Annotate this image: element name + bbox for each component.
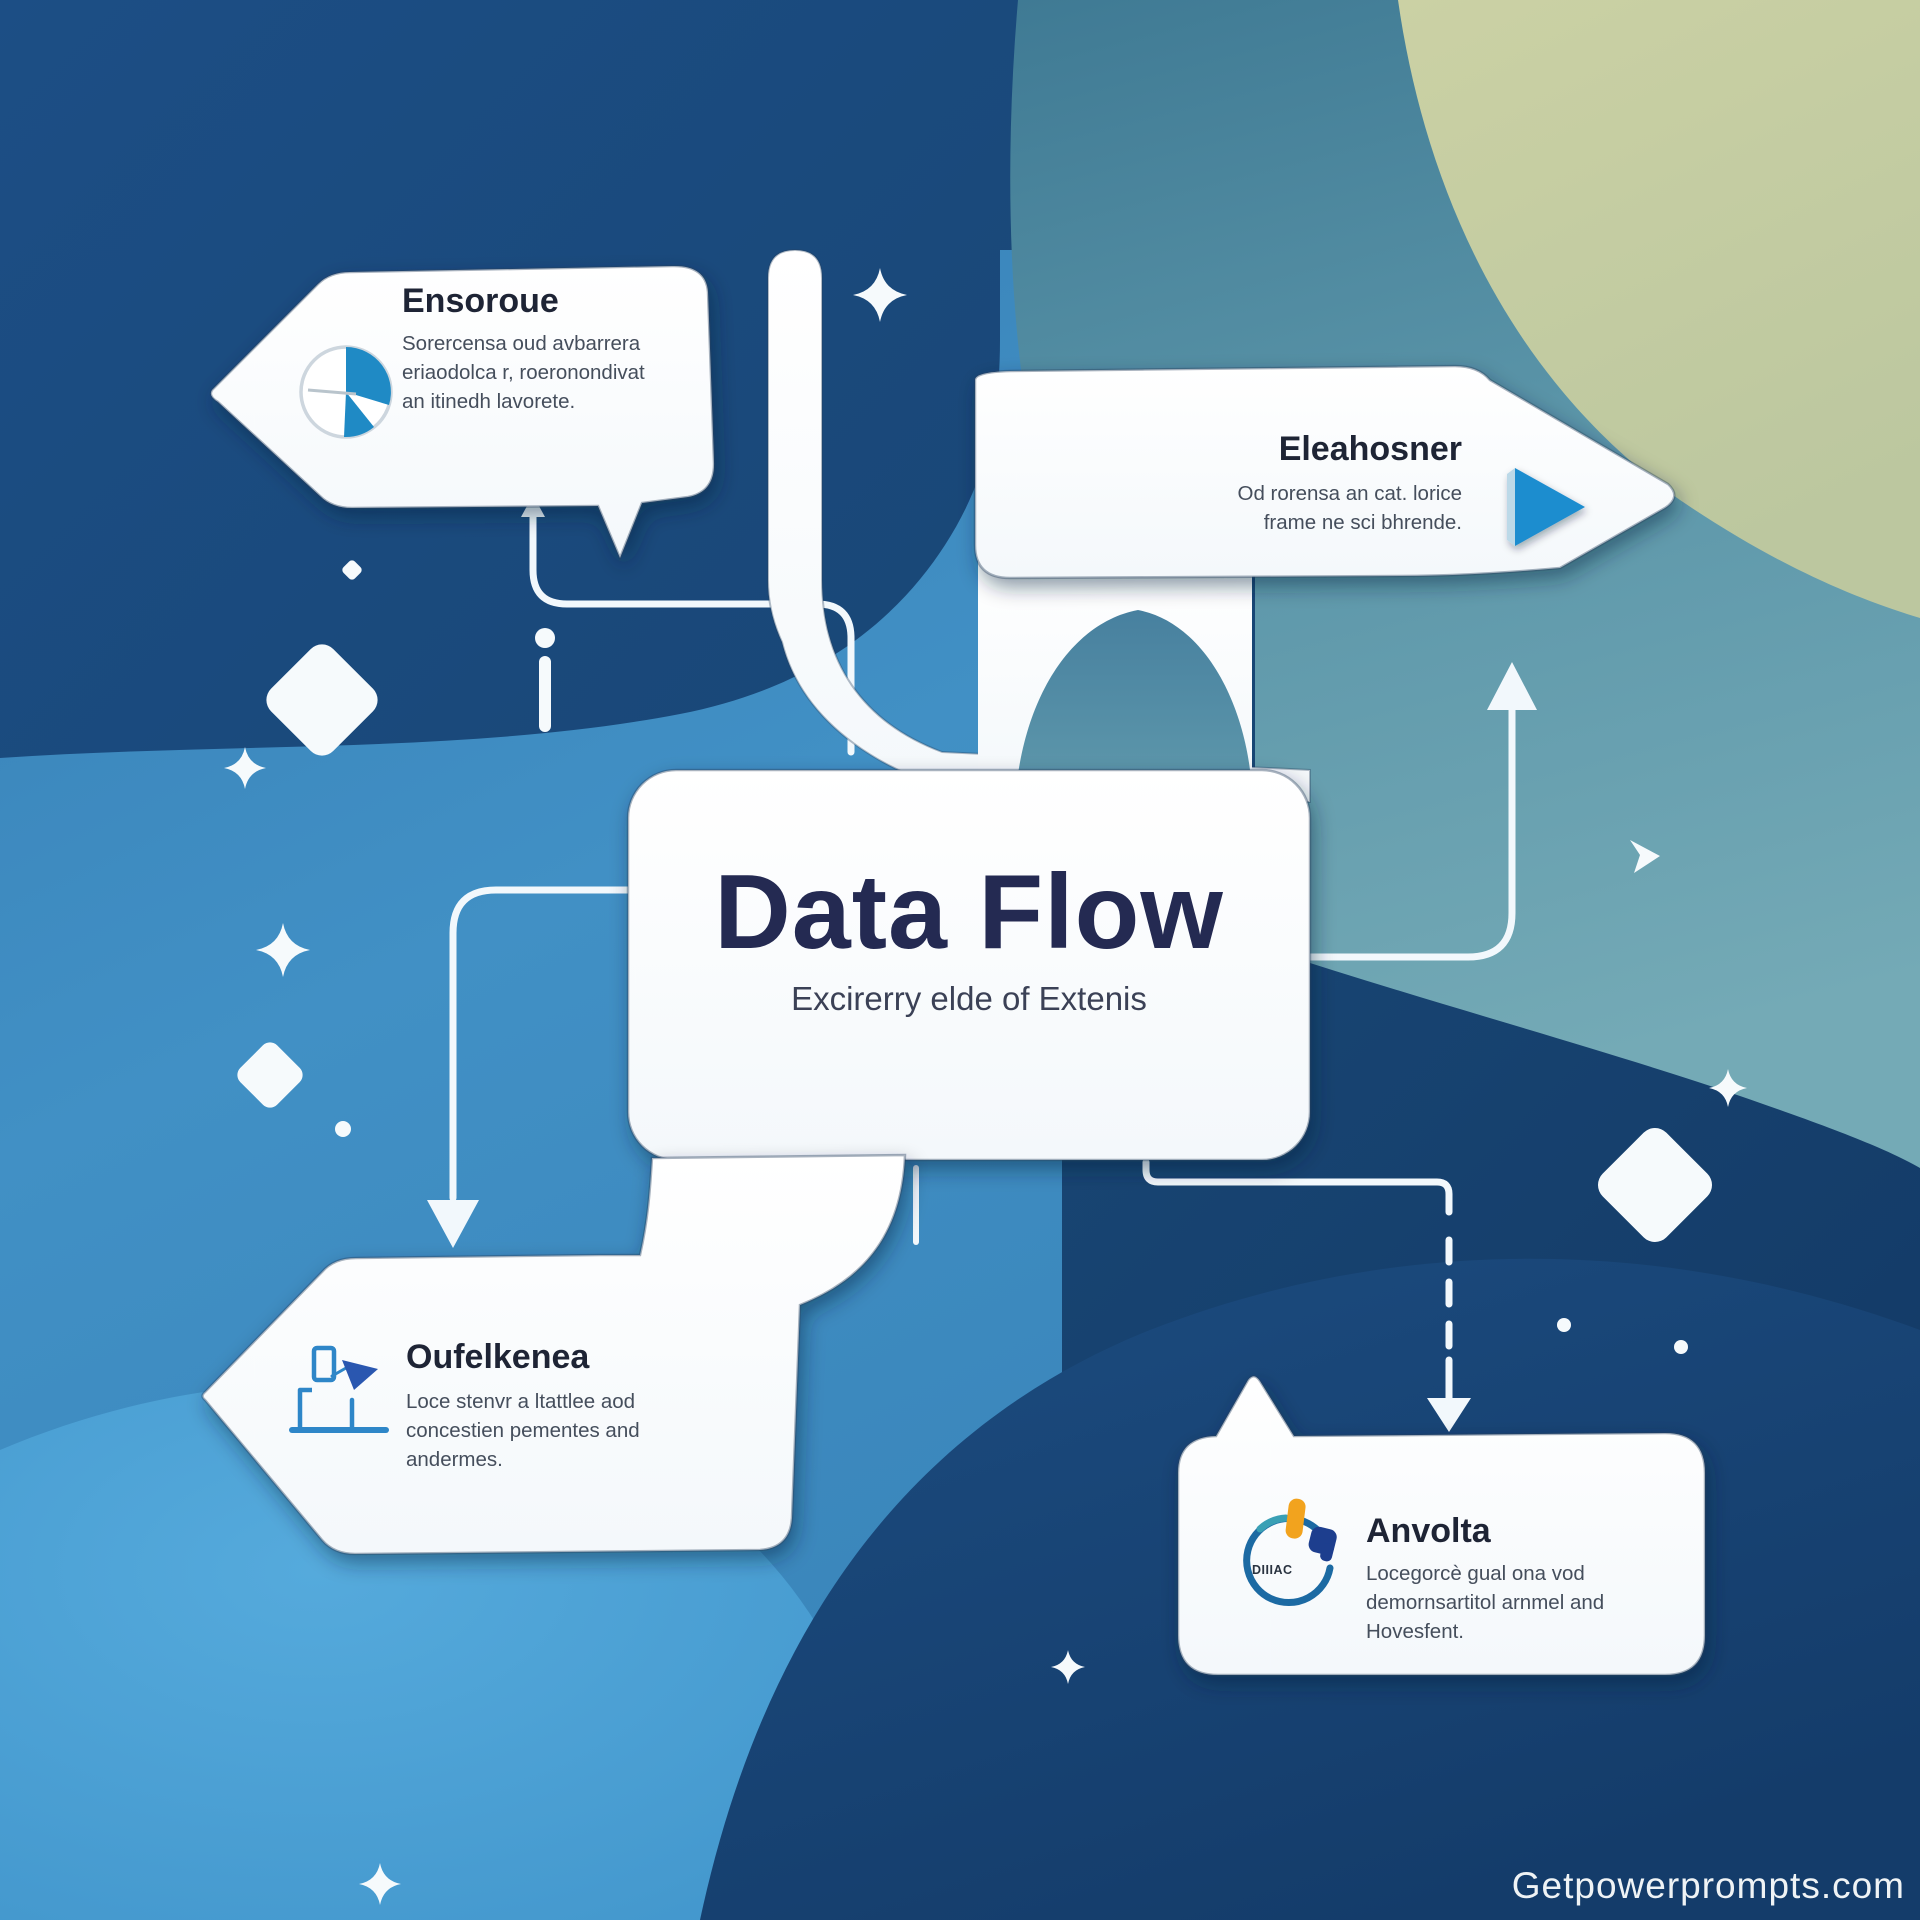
node-card-eleahosner <box>973 364 1676 580</box>
node-card-oufelkenea <box>201 1153 907 1556</box>
teal-arch <box>1016 610 1252 790</box>
card-shape-arrow-right <box>973 364 1676 580</box>
node-body-line: Locegorcè gual ona vod <box>1366 1562 1585 1585</box>
connector-center-to-bottomright <box>1142 1158 1471 1432</box>
swoosh-band-group <box>767 248 1311 803</box>
node-body-line: andermes. <box>406 1448 503 1471</box>
node-title: Eleahosner <box>1279 430 1462 468</box>
node-body-line: frame ne sci bhrende. <box>1264 511 1462 534</box>
node-card-ensoroue <box>209 264 716 562</box>
decoration-group <box>224 268 1747 1905</box>
construction-chart-icon <box>289 1345 389 1433</box>
node-body-line: Loce stenvr a ltattlee aod <box>406 1390 635 1413</box>
node-body-line: concestien pementes and <box>406 1419 640 1442</box>
node-body-line: Od rorensa an cat. lorice <box>1238 482 1462 505</box>
dot-icon <box>335 1121 351 1137</box>
connector-center-to-bottomleft <box>427 886 632 1248</box>
arrowhead-down-icon <box>427 1200 479 1248</box>
dot-icon <box>1674 1340 1688 1354</box>
node-body-line: Sorercensa oud avbarrera <box>402 332 641 355</box>
diamond-dot-icon <box>342 560 362 580</box>
node-body-line: an itinedh lavorete. <box>402 390 575 413</box>
ring-icon-label: DIIIAC <box>1252 1563 1293 1577</box>
node-body-line: demornsartitol arnmel and <box>1366 1591 1604 1614</box>
card-shape-arrow-left <box>201 1153 907 1556</box>
progress-ring-icon: DIIIAC <box>1243 1498 1337 1607</box>
node-title: Oufelkenea <box>406 1338 590 1376</box>
page-title: Data Flow <box>714 853 1224 971</box>
node-body-line: Hovesfent. <box>1366 1620 1464 1643</box>
diamond-icon <box>1597 1127 1713 1243</box>
page-subtitle: Excirerry elde of Extenis <box>791 980 1147 1017</box>
connector-center-to-topright <box>1306 662 1537 961</box>
card-shape-arrow-left <box>209 264 716 562</box>
check-arrow-icon <box>1630 840 1660 873</box>
diamond-icon <box>237 1042 303 1108</box>
watermark: Getpowerprompts.com <box>1512 1865 1905 1906</box>
node-body-line: eriaodolca r, roeronondivat <box>402 361 645 384</box>
arrowhead-down-icon <box>1427 1398 1471 1432</box>
dot-icon <box>1557 1318 1571 1332</box>
diamond-icon <box>266 644 378 756</box>
swoosh-band-top <box>767 248 1311 803</box>
card-shape-rounded <box>626 768 1312 1162</box>
background-blob-sage <box>1398 0 1920 618</box>
play-triangle-icon <box>1507 468 1585 546</box>
pie-chart-icon <box>299 345 393 439</box>
center-card-data-flow <box>626 768 1312 1162</box>
arrowhead-up-icon <box>1487 662 1537 710</box>
node-title: Ensoroue <box>402 282 559 320</box>
i-mark-bar <box>539 656 551 732</box>
i-mark-dot <box>535 628 555 648</box>
node-title: Anvolta <box>1366 1512 1492 1550</box>
